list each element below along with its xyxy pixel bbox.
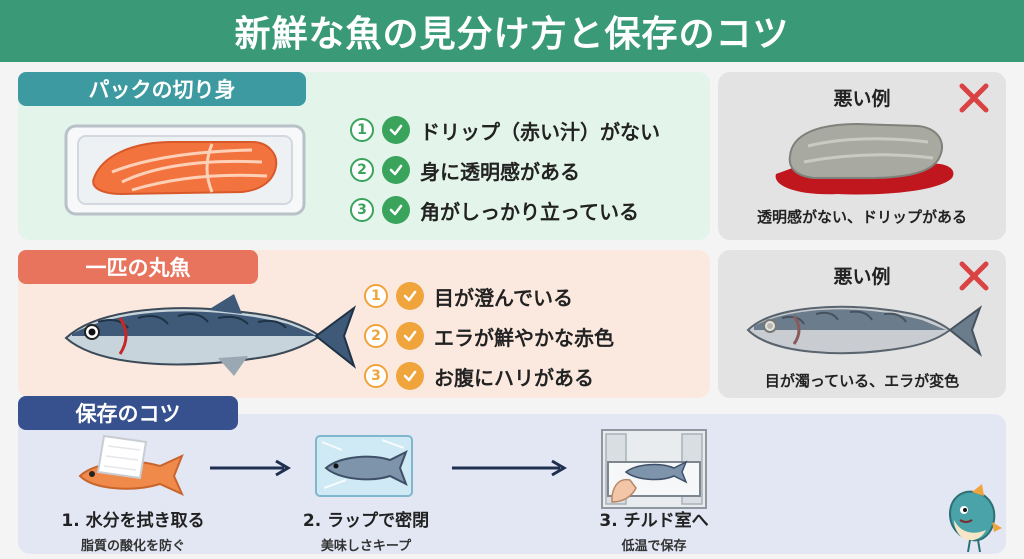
number-badge: 1 — [350, 118, 374, 142]
check-icon — [396, 362, 424, 390]
list-item: 2 エラが鮮やかな赤色 — [364, 316, 614, 356]
number-badge: 2 — [350, 158, 374, 182]
pack-section-label: パックの切り身 — [18, 72, 306, 106]
fish-with-paper-towel-icon — [78, 434, 184, 496]
check-icon — [382, 196, 410, 224]
title-bar: 新鮮な魚の見分け方と保存のコツ — [0, 0, 1024, 62]
list-item: 1 ドリップ（赤い汁）がない — [350, 110, 660, 150]
storage-section — [18, 414, 1006, 554]
salmon-tray-icon — [64, 124, 306, 216]
number-badge: 2 — [364, 324, 388, 348]
pack-checklist: 1 ドリップ（赤い汁）がない 2 身に透明感がある 3 角がしっかり立っている — [350, 110, 660, 230]
step-subtitle: 低温で保存 — [621, 539, 687, 554]
fish-mascot-icon — [948, 484, 1002, 553]
bad-example-caption: 目が濁っている、エラが変色 — [764, 372, 960, 390]
storage-step-1: 1. 水分を拭き取る 脂質の酸化を防ぐ — [38, 506, 228, 554]
arrow-right-icon — [452, 459, 567, 477]
check-item-text: 目が澄んでいる — [434, 285, 573, 310]
check-icon — [382, 156, 410, 184]
check-item-text: ドリップ（赤い汁）がない — [420, 119, 660, 144]
step-subtitle: 美味しさキープ — [320, 539, 412, 554]
list-item: 1 目が澄んでいる — [364, 276, 614, 316]
page-title: 新鮮な魚の見分け方と保存のコツ — [234, 14, 790, 55]
x-mark-icon — [959, 83, 989, 113]
storage-step-3: 3. チルド室へ 低温で保存 — [562, 506, 746, 554]
check-item-text: お腹にハリがある — [434, 365, 594, 390]
list-item: 2 身に透明感がある — [350, 150, 660, 190]
spoiled-fish-icon — [746, 305, 982, 357]
step-title: 1. 水分を拭き取る — [61, 511, 205, 531]
bad-example-title: 悪い例 — [833, 266, 891, 288]
bad-example-whole-fish: 悪い例 目が濁っている、エラが変色 — [718, 250, 1006, 398]
check-icon — [396, 322, 424, 350]
bad-example-caption: 透明感がない、ドリップがある — [756, 208, 967, 226]
whole-fish-checklist: 1 目が澄んでいる 2 エラが鮮やかな赤色 3 お腹にハリがある — [364, 276, 614, 396]
spoiled-fillet-icon — [775, 122, 954, 195]
bad-example-pack: 悪い例 透明感がない、ドリップがある — [718, 72, 1006, 240]
number-badge: 1 — [364, 284, 388, 308]
chilled-compartment-icon — [601, 429, 707, 509]
storage-section-label: 保存のコツ — [18, 396, 238, 430]
number-badge: 3 — [350, 198, 374, 222]
wrapped-fish-icon — [315, 435, 413, 497]
check-icon — [396, 282, 424, 310]
check-item-text: 角がしっかり立っている — [420, 199, 639, 224]
check-item-text: エラが鮮やかな赤色 — [434, 325, 614, 350]
bad-example-title: 悪い例 — [833, 88, 891, 110]
mackerel-icon — [64, 294, 357, 376]
whole-fish-section-label: 一匹の丸魚 — [18, 250, 258, 284]
step-title: 2. ラップで密閉 — [302, 511, 430, 531]
check-item-text: 身に透明感がある — [420, 159, 580, 184]
arrow-right-icon — [210, 459, 291, 477]
check-icon — [382, 116, 410, 144]
list-item: 3 角がしっかり立っている — [350, 190, 660, 230]
list-item: 3 お腹にハリがある — [364, 356, 614, 396]
number-badge: 3 — [364, 364, 388, 388]
step-subtitle: 脂質の酸化を防ぐ — [80, 539, 185, 554]
step-title: 3. チルド室へ — [599, 511, 709, 531]
storage-step-2: 2. ラップで密閉 美味しさキープ — [276, 506, 456, 554]
x-mark-icon — [959, 261, 989, 291]
